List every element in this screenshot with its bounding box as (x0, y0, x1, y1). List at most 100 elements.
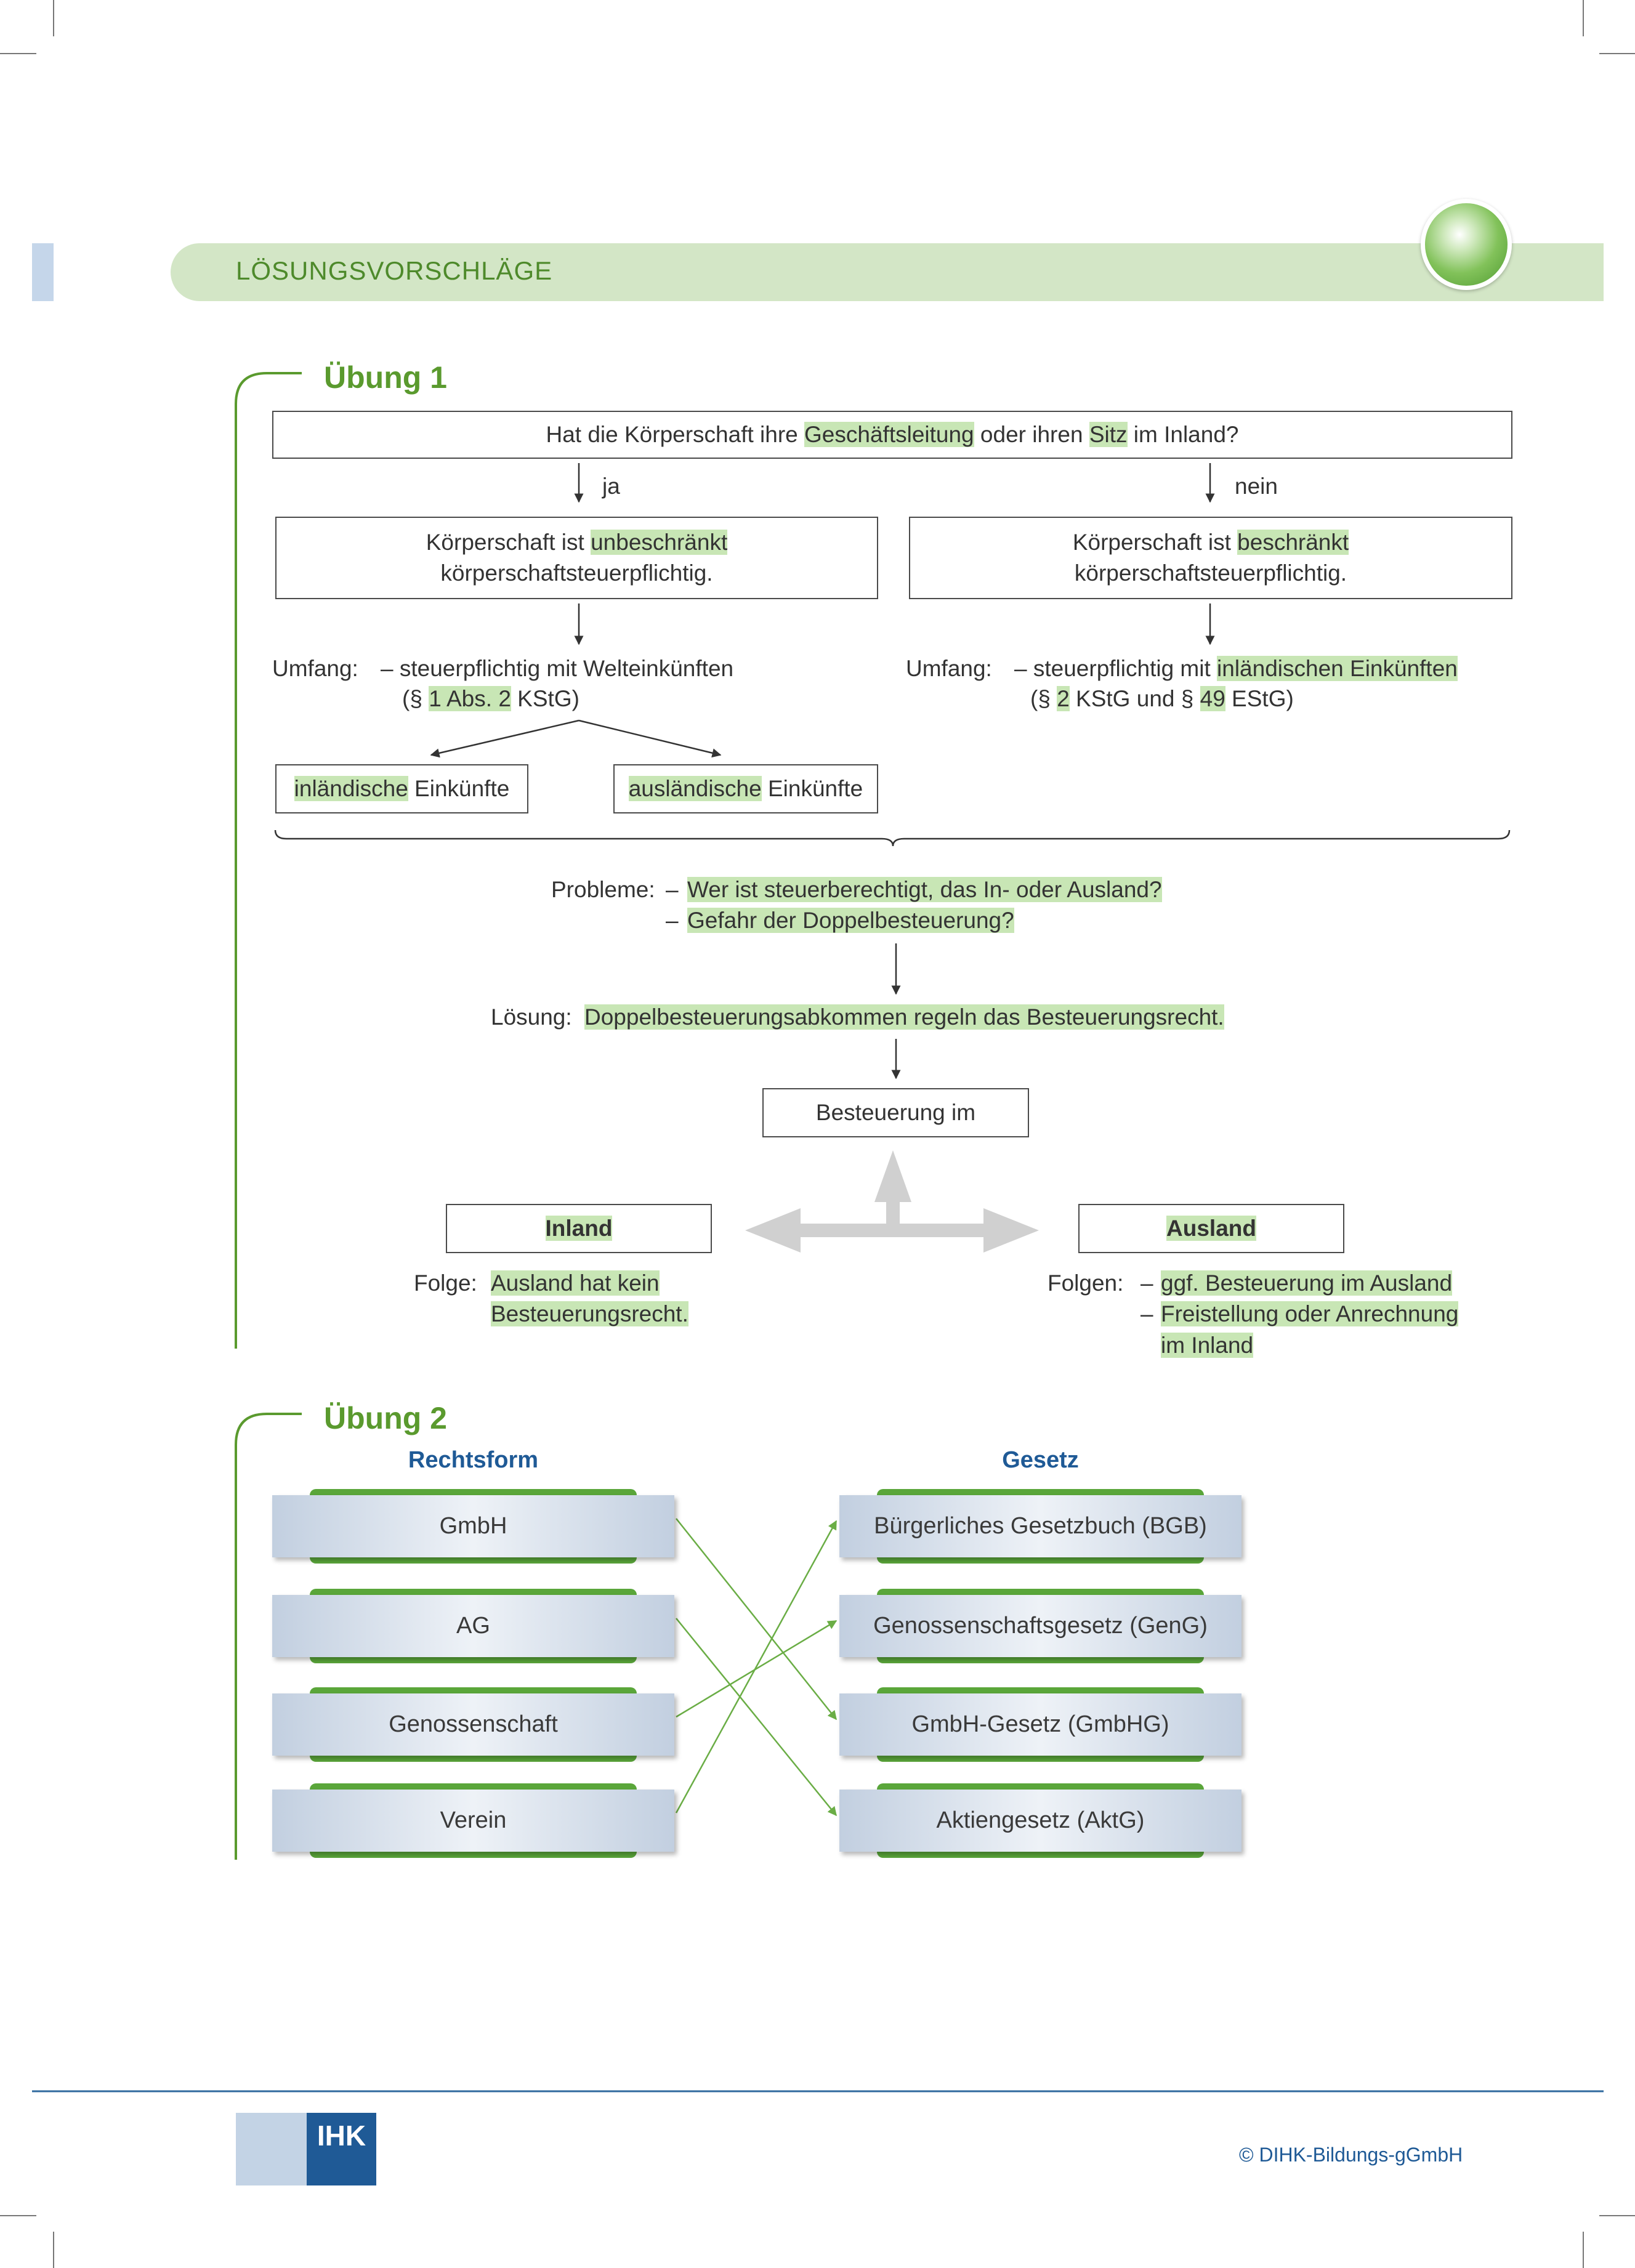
box-line: Körperschaft ist unbeschränkt (426, 527, 728, 558)
highlight-segment: inländischen Einkünften (1217, 656, 1458, 681)
arrow-foreign-income (578, 719, 722, 758)
text-segment: Hat die Körperschaft ihre (546, 422, 805, 447)
legal-form-item: GmbH (272, 1489, 674, 1564)
pill-label: GmbH (272, 1495, 674, 1557)
pill-label: Verein (272, 1790, 674, 1852)
pill-label: AG (272, 1595, 674, 1657)
law-item: Aktiengesetz (AktG) (839, 1783, 1241, 1858)
arrow-shaft-horizontal (797, 1224, 987, 1237)
inland-consequence-line: Besteuerungsrecht. (491, 1299, 688, 1330)
box-line: Besteuerung im (815, 1100, 976, 1125)
inland-box: Inland (446, 1204, 712, 1253)
highlight-segment: Inland (545, 1216, 613, 1241)
arrow-head-up (874, 1150, 911, 1202)
text-segment: (§ (402, 686, 429, 711)
highlight-segment: im Inland (1161, 1333, 1254, 1358)
taxation-box: Besteuerung im (762, 1088, 1029, 1137)
highlight-segment: Geschäftsleitung (804, 422, 974, 447)
copyright-notice: © DIHK-Bildungs-gGmbH (1239, 2144, 1463, 2166)
text-segment: Einkünfte (408, 776, 510, 801)
exercise2-bracket (235, 1413, 302, 1860)
ihk-logo-text: IHK (317, 2120, 366, 2152)
solution-text: Doppelbesteuerungsabkommen regeln das Be… (584, 1002, 1224, 1033)
domestic-income-box: inländische Einkünfte (275, 764, 528, 813)
consequence-dash: – (1140, 1270, 1153, 1296)
highlight-segment: inländische (294, 776, 408, 801)
no-label: nein (1235, 474, 1278, 499)
highlight-segment: 1 Abs. 2 (429, 686, 511, 711)
foreign-income-box: ausländische Einkünfte (613, 764, 878, 813)
limited-scope-line2: (§ 2 KStG und § 49 EStG) (1030, 684, 1294, 714)
text-segment: KStG und § (1069, 686, 1200, 711)
arrow-head-left (745, 1208, 801, 1253)
arrow-head-right (983, 1208, 1039, 1253)
highlight-segment: Besteuerungsrecht. (491, 1301, 688, 1326)
inland-consequence-label: Folge: (414, 1270, 477, 1296)
consequence-dash: – (1140, 1301, 1153, 1326)
highlight-segment: Doppelbesteuerungsabkommen regeln das Be… (584, 1004, 1224, 1030)
highlight-segment: 49 (1200, 686, 1225, 711)
limited-scope-label: Umfang: (906, 656, 992, 681)
question-text: Hat die Körperschaft ihre Geschäftsleitu… (546, 419, 1239, 450)
flow-arrows (430, 463, 1215, 1080)
highlight-segment: ggf. Besteuerung im Ausland (1161, 1270, 1453, 1296)
unlimited-scope-label: Umfang: (272, 656, 358, 681)
law-column-header: Gesetz (1002, 1447, 1079, 1473)
highlight-segment: ausländische (628, 776, 762, 801)
box-line: inländische Einkünfte (294, 773, 510, 804)
gray-three-way-arrow (745, 1150, 1039, 1253)
law-item: Genossenschaftsgesetz (GenG) (839, 1589, 1241, 1663)
legal-form-column-header: Rechtsform (408, 1447, 539, 1473)
ihk-logo-mark (307, 2113, 376, 2185)
pill-label: Bürgerliches Gesetzbuch (BGB) (839, 1495, 1241, 1557)
box-line: Körperschaft ist beschränkt (1073, 527, 1349, 558)
arrow-shaft-vertical (886, 1198, 900, 1229)
connection-line (676, 1618, 837, 1817)
highlight-segment: 2 (1057, 686, 1070, 711)
highlight-segment: beschränkt (1237, 530, 1349, 555)
yes-label: ja (602, 474, 620, 499)
problems-label: Probleme: (551, 877, 655, 902)
text-segment: im Inland? (1127, 422, 1239, 447)
solution-label: Lösung: (491, 1004, 572, 1030)
highlight-segment: Freistellung oder Anrechnung (1161, 1301, 1459, 1326)
curly-brace (274, 829, 1511, 847)
text-segment: – steuerpflichtig mit (1014, 656, 1217, 681)
ausland-consequence-line: im Inland (1161, 1330, 1254, 1361)
box-line: körperschaftsteuerpflichtig. (440, 560, 713, 586)
arrow-domestic-income (430, 719, 579, 758)
box-line: ausländische Einkünfte (628, 773, 863, 804)
limited-scope-line1: – steuerpflichtig mit inländischen Einkü… (1014, 653, 1458, 684)
exercise2-title: Übung 2 (324, 1401, 447, 1435)
text-segment: Körperschaft ist (426, 530, 591, 555)
unlimited-scope-line2: (§ 1 Abs. 2 KStG) (402, 684, 579, 714)
highlight-segment: Gefahr der Doppelbesteuerung? (687, 908, 1014, 933)
unlimited-liability-box: Körperschaft ist unbeschränkt körperscha… (275, 517, 878, 599)
connection-line (676, 1518, 837, 1721)
text-segment: (§ (1030, 686, 1057, 711)
problem-dash: – (666, 877, 679, 902)
pill-label: Aktiengesetz (AktG) (839, 1790, 1241, 1852)
highlight-segment: Ausland (1166, 1216, 1256, 1241)
header-bar (171, 243, 1604, 301)
pill-label: Genossenschaftsgesetz (GenG) (839, 1595, 1241, 1657)
pill-label: GmbH-Gesetz (GmbHG) (839, 1693, 1241, 1756)
highlight-segment: unbeschränkt (591, 530, 728, 555)
legal-form-item: Genossenschaft (272, 1687, 674, 1762)
highlight-segment: Ausland hat kein (491, 1270, 660, 1296)
highlight-segment: Wer ist steuerberechtigt, das In- oder A… (687, 877, 1162, 902)
problem-dash: – (666, 908, 679, 933)
text-segment: Einkünfte (761, 776, 863, 801)
unlimited-scope-line1: – steuerpflichtig mit Welteinkünften (381, 656, 734, 681)
ausland-consequence-label: Folgen: (1048, 1270, 1124, 1296)
connection-lines (675, 1518, 838, 1817)
text-segment: oder ihren (974, 422, 1089, 447)
ausland-consequence-line: ggf. Besteuerung im Ausland (1161, 1268, 1453, 1299)
exercise1-bracket (235, 372, 302, 1349)
box-line: Inland (545, 1213, 613, 1244)
problem-item: Wer ist steuerberechtigt, das In- oder A… (687, 874, 1162, 905)
ausland-box: Ausland (1078, 1204, 1344, 1253)
law-item: GmbH-Gesetz (GmbHG) (839, 1687, 1241, 1762)
header-side-marker (32, 243, 54, 301)
